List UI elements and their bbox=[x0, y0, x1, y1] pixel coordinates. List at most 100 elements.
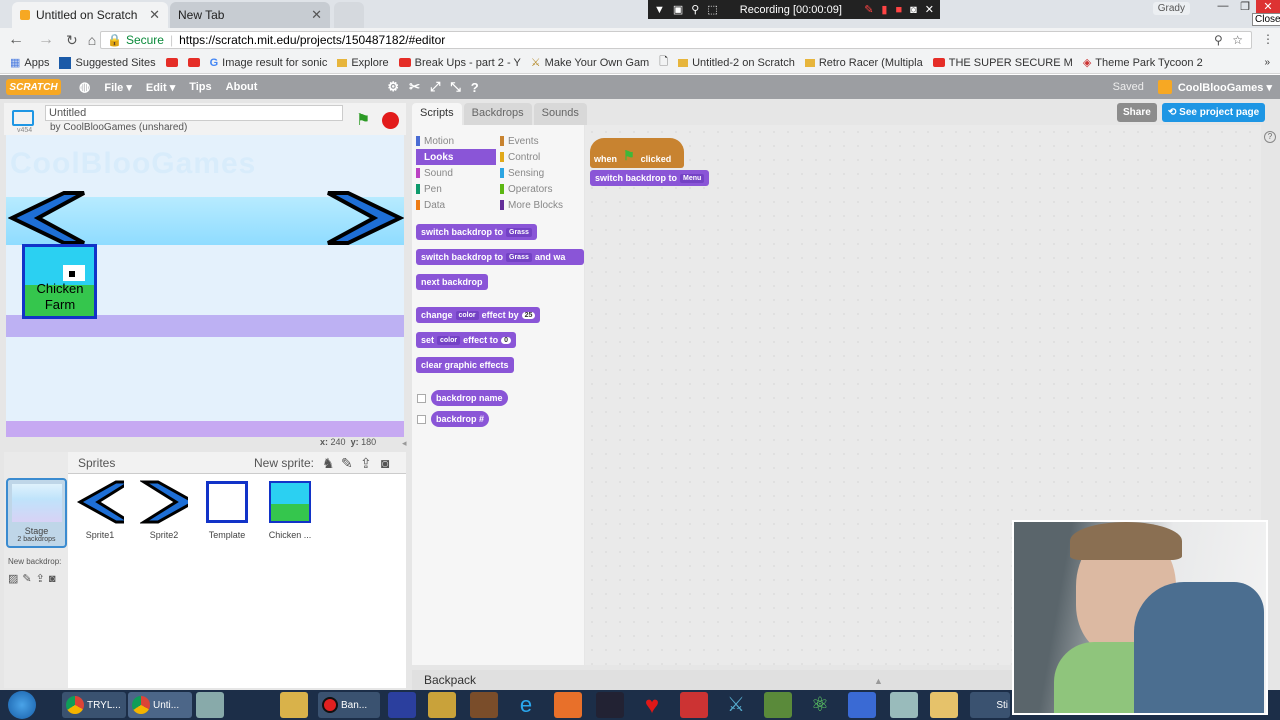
bookmark-youtube-2[interactable] bbox=[187, 58, 200, 67]
presentation-mode-icon[interactable] bbox=[12, 110, 34, 126]
upload-icon[interactable]: ⇪ bbox=[35, 573, 49, 585]
sprite-thumb-template[interactable]: Template bbox=[197, 480, 257, 540]
close-tab-icon[interactable]: ✕ bbox=[149, 7, 160, 22]
taskbar-chrome-1[interactable]: TRYL... bbox=[62, 692, 126, 718]
category-operators[interactable]: Operators bbox=[500, 181, 580, 197]
forward-icon[interactable]: → bbox=[38, 31, 54, 48]
sprite-thumb-sprite1[interactable]: Sprite1 bbox=[70, 480, 130, 540]
tab-scripts[interactable]: Scripts bbox=[412, 103, 462, 125]
window-close-icon[interactable]: ✕ bbox=[1256, 0, 1280, 16]
bookmark-theme-park[interactable]: ◈Theme Park Tycoon 2 bbox=[1082, 56, 1203, 70]
reload-icon[interactable]: ↻ bbox=[66, 31, 78, 48]
category-control[interactable]: Control bbox=[500, 149, 580, 165]
taskbar-chrome-2[interactable]: Unti... bbox=[128, 692, 192, 718]
minimize-icon[interactable]: — bbox=[1217, 0, 1229, 12]
bookmark-page[interactable]: 🗋 bbox=[659, 53, 668, 72]
taskbar-app-icon[interactable] bbox=[680, 692, 708, 718]
camera-icon[interactable]: ◙ bbox=[381, 455, 390, 471]
stage-thumbnail[interactable]: Stage 2 backdrops bbox=[6, 478, 67, 548]
block-clear-effects[interactable]: clear graphic effects bbox=[416, 357, 514, 373]
grow-icon[interactable]: ⤢ bbox=[429, 79, 441, 94]
block-next-backdrop[interactable]: next backdrop bbox=[416, 274, 488, 290]
home-icon[interactable]: ⌂ bbox=[87, 32, 97, 48]
sprite-thumb-chicken[interactable]: Chicken ... bbox=[260, 480, 320, 540]
close-tab-icon[interactable]: ✕ bbox=[311, 7, 322, 22]
bookmark-break-ups[interactable]: Break Ups - part 2 - Y bbox=[398, 57, 521, 69]
sprite-library-icon[interactable]: ♞ bbox=[322, 455, 335, 471]
camera-icon[interactable]: ◙ bbox=[910, 3, 917, 16]
sword-icon[interactable]: ⚔ bbox=[727, 694, 745, 716]
bookmark-super-secure[interactable]: THE SUPER SECURE M bbox=[932, 57, 1073, 69]
menu-tips[interactable]: Tips bbox=[189, 81, 212, 93]
backdrop-name-checkbox[interactable] bbox=[417, 394, 426, 403]
back-icon[interactable]: ← bbox=[8, 31, 24, 48]
taskbar-app-icon[interactable] bbox=[848, 692, 876, 718]
bookmark-apps[interactable]: ▦Apps bbox=[10, 56, 50, 70]
taskbar-sticky[interactable]: Sti bbox=[970, 692, 1010, 718]
category-sound[interactable]: Sound bbox=[416, 165, 496, 181]
bookmark-star-icon[interactable]: ☆ bbox=[1232, 33, 1243, 47]
paint-icon[interactable]: ✎ bbox=[22, 573, 36, 585]
category-more-blocks[interactable]: More Blocks bbox=[500, 197, 580, 213]
bookmark-retro-racer[interactable]: Retro Racer (Multipla bbox=[804, 57, 923, 69]
more-bookmarks-icon[interactable]: » bbox=[1264, 57, 1270, 68]
category-motion[interactable]: Motion bbox=[416, 133, 496, 149]
menu-file[interactable]: File ▾ bbox=[104, 81, 132, 94]
category-data[interactable]: Data bbox=[416, 197, 496, 213]
minecraft-icon[interactable] bbox=[764, 692, 792, 718]
menu-icon[interactable]: ⋮ bbox=[1262, 32, 1274, 46]
backpack[interactable]: Backpack▲ bbox=[412, 670, 1012, 690]
pen-icon[interactable]: ✎ bbox=[864, 4, 874, 16]
account-avatar[interactable] bbox=[1157, 80, 1172, 94]
heart-icon[interactable]: ♥ bbox=[644, 692, 660, 719]
stop-icon[interactable]: ■ bbox=[895, 3, 903, 16]
tab-backdrops[interactable]: Backdrops bbox=[463, 103, 532, 125]
bookmark-suggested-sites[interactable]: Suggested Sites bbox=[59, 56, 156, 69]
cut-icon[interactable]: ✂ bbox=[409, 79, 420, 94]
menu-about[interactable]: About bbox=[225, 81, 258, 93]
backdrop-tools[interactable]: ▨✎⇪◙ bbox=[8, 572, 60, 585]
sprite-thumb-sprite2[interactable]: Sprite2 bbox=[134, 480, 194, 540]
account-menu[interactable]: CoolBlooGames ▾ bbox=[1177, 81, 1272, 94]
camera-icon[interactable]: ◙ bbox=[48, 573, 60, 585]
category-looks[interactable]: Looks bbox=[416, 149, 496, 165]
globe-icon[interactable]: ◍ bbox=[79, 79, 91, 94]
reporter-backdrop-name[interactable]: backdrop name bbox=[431, 390, 508, 406]
menu-edit[interactable]: Edit ▾ bbox=[145, 81, 176, 94]
pause-icon[interactable]: ▮ bbox=[881, 4, 888, 16]
bookmark-untitled-2[interactable]: Untitled-2 on Scratch bbox=[678, 57, 795, 69]
close-icon[interactable]: ✕ bbox=[924, 4, 934, 16]
paint-icon[interactable]: ✎ bbox=[341, 455, 353, 471]
image-icon[interactable]: ▨ bbox=[8, 573, 23, 585]
ie-icon[interactable]: e bbox=[519, 692, 533, 717]
upload-icon[interactable]: ⇪ bbox=[360, 455, 372, 471]
scripts-area[interactable] bbox=[585, 125, 1261, 665]
taskbar-app-icon[interactable] bbox=[428, 692, 456, 718]
category-pen[interactable]: Pen bbox=[416, 181, 496, 197]
taskbar-app-icon[interactable] bbox=[388, 692, 416, 718]
taskbar-app-icon[interactable] bbox=[596, 692, 624, 718]
start-button[interactable] bbox=[8, 691, 36, 719]
taskbar-app-icon[interactable] bbox=[470, 692, 498, 718]
zoom-icon[interactable]: ⚲ bbox=[691, 4, 700, 16]
category-sensing[interactable]: Sensing bbox=[500, 165, 580, 181]
restore-icon[interactable]: ❐ bbox=[1240, 1, 1250, 13]
scratch-logo[interactable]: SCRATCH bbox=[6, 79, 61, 95]
shrink-icon[interactable]: ⤡ bbox=[450, 79, 461, 94]
project-title-input[interactable] bbox=[45, 105, 343, 121]
bookmark-explore[interactable]: Explore bbox=[337, 57, 389, 69]
location-icon[interactable]: ⚲ bbox=[1214, 33, 1223, 47]
green-flag-icon[interactable]: ⚑ bbox=[356, 112, 371, 129]
duplicate-icon[interactable]: ⚙ bbox=[387, 79, 400, 94]
when-flag-clicked-block[interactable]: when⚑clicked bbox=[590, 138, 684, 168]
taskbar-app-icon[interactable] bbox=[890, 692, 918, 718]
help-icon[interactable]: ? bbox=[470, 79, 479, 95]
address-bar[interactable]: 🔒 Secure | https://scratch.mit.edu/proje… bbox=[100, 31, 1252, 49]
